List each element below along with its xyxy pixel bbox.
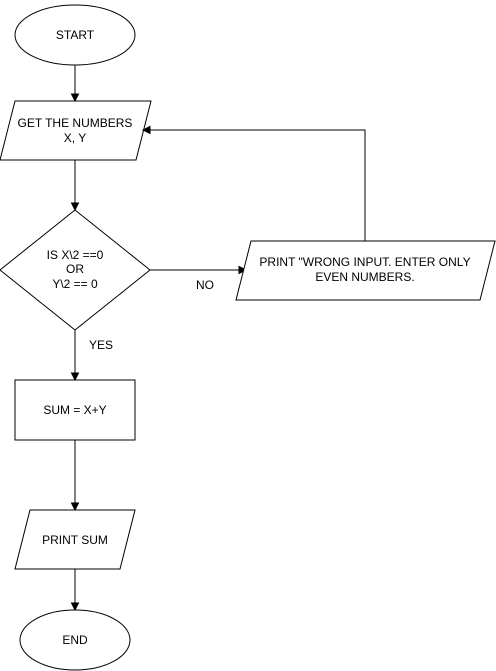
input-numbers-label-line2: X, Y [64,131,86,145]
decision-label-line1: IS X\2 ==0 [47,248,104,262]
wrong-input-label-line2: EVEN NUMBERS. [315,270,414,284]
edge-decision-no: NO [150,265,248,292]
edge-start-to-input [70,65,80,103]
decision-node[interactable]: IS X\2 ==0 OR Y\2 == 0 [0,209,151,331]
edge-print-to-end [70,569,80,612]
edge-input-to-decision [70,160,80,212]
start-label: START [56,28,95,42]
sum-label: SUM = X+Y [43,403,106,417]
no-label: NO [196,278,214,292]
sum-node[interactable]: SUM = X+Y [14,379,136,441]
edge-wrong-input-loop [141,125,366,241]
input-numbers-label-line1: GET THE NUMBERS [18,116,133,130]
yes-label: YES [89,338,113,352]
edge-decision-yes: YES [70,330,113,382]
decision-label-line2: OR [66,262,84,276]
end-node[interactable]: END [19,609,131,671]
print-sum-label: PRINT SUM [42,533,108,547]
start-node[interactable]: START [14,4,136,66]
wrong-input-label-line1: PRINT "WRONG INPUT. ENTER ONLY [259,255,470,269]
wrong-input-node[interactable]: PRINT "WRONG INPUT. ENTER ONLY EVEN NUMB… [235,240,496,301]
print-sum-node[interactable]: PRINT SUM [14,509,136,570]
end-label: END [62,633,88,647]
input-numbers-node[interactable]: GET THE NUMBERS X, Y [0,100,152,161]
edge-sum-to-print [70,440,80,512]
decision-label-line3: Y\2 == 0 [52,277,98,291]
